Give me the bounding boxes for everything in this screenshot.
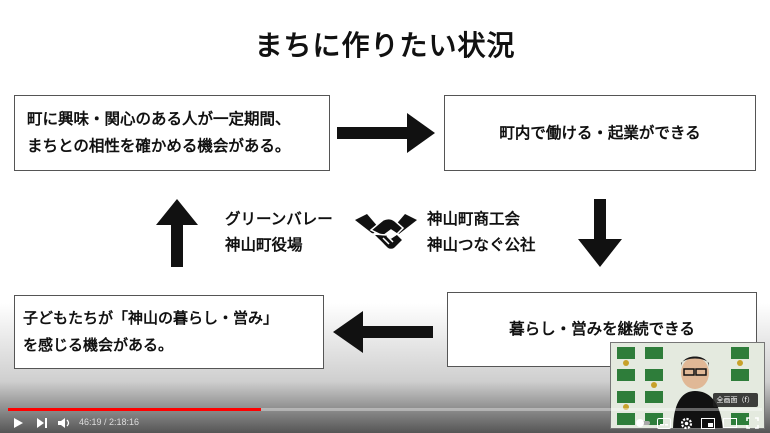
handshake-icon	[355, 214, 417, 251]
arrow-right-icon	[337, 113, 435, 153]
arrow-left-icon	[333, 311, 433, 353]
box-continue-text: 暮らし・営みを継続できる	[509, 320, 695, 338]
arrow-up-icon	[156, 199, 198, 267]
autoplay-toggle[interactable]	[636, 415, 650, 431]
player-controls: 46:19 / 2:18:16	[0, 413, 770, 433]
label-left-line2: 神山町役場	[225, 236, 303, 254]
presenter-figure	[673, 356, 723, 428]
volume-icon	[58, 418, 70, 428]
fullscreen-tooltip: 全画面（f）	[712, 393, 758, 407]
box-interest-line1: 町に興味・関心のある人が一定期間、	[27, 110, 291, 128]
arrow-down-icon	[578, 199, 622, 267]
label-left-orgs: グリーンバレー 神山町役場	[225, 206, 333, 258]
label-right-line2: 神山つなぐ公社	[427, 236, 536, 254]
label-right-orgs: 神山町商工会 神山つなぐ公社	[427, 206, 536, 258]
box-work: 町内で働ける・起業ができる	[444, 95, 756, 171]
play-button[interactable]	[10, 415, 26, 431]
gear-icon	[680, 417, 692, 429]
box-children-line2: を感じる機会がある。	[23, 336, 174, 354]
webcam-pip[interactable]: 全画面（f）	[610, 342, 765, 429]
volume-button[interactable]	[57, 415, 73, 431]
theater-button[interactable]	[723, 415, 737, 431]
skip-next-icon	[37, 418, 47, 428]
miniplayer-icon	[701, 417, 715, 429]
box-children: 子どもたちが「神山の暮らし・営み」 を感じる機会がある。	[14, 295, 324, 369]
box-interest-line2: まちとの相性を確かめる機会がある。	[27, 137, 291, 155]
next-button[interactable]	[34, 415, 50, 431]
play-icon	[14, 418, 23, 428]
autoplay-icon	[636, 419, 650, 427]
progress-bar[interactable]	[8, 408, 762, 411]
fullscreen-button[interactable]	[745, 415, 759, 431]
slide-title: まちに作りたい状況	[254, 29, 516, 62]
miniplayer-button[interactable]	[701, 415, 715, 431]
fullscreen-icon	[745, 417, 759, 429]
theater-icon	[723, 418, 737, 428]
progress-fill	[8, 408, 261, 411]
subtitles-icon	[657, 417, 671, 429]
label-left-line1: グリーンバレー	[225, 210, 333, 228]
box-work-text: 町内で働ける・起業ができる	[499, 123, 701, 142]
box-continue: 暮らし・営みを継続できる	[447, 292, 757, 367]
box-children-line1: 子どもたちが「神山の暮らし・営み」	[23, 309, 279, 327]
box-interest: 町に興味・関心のある人が一定期間、 まちとの相性を確かめる機会がある。	[14, 95, 330, 171]
time-display: 46:19 / 2:18:16	[79, 417, 140, 427]
settings-button[interactable]	[679, 415, 693, 431]
subtitles-button[interactable]	[657, 415, 671, 431]
label-right-line1: 神山町商工会	[427, 210, 521, 228]
